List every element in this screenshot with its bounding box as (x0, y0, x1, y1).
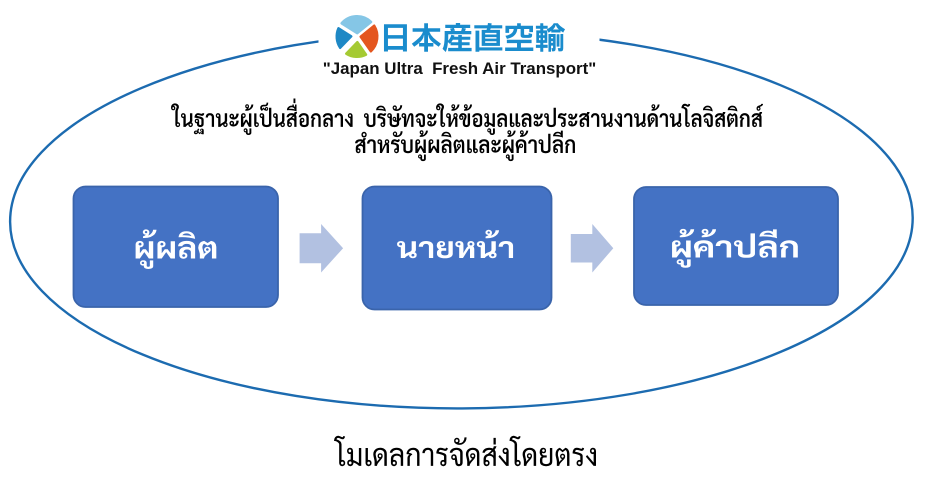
svg-text:"Japan Ultra Fresh Air Transp: "Japan Ultra Fresh Air Transport" (323, 59, 597, 78)
